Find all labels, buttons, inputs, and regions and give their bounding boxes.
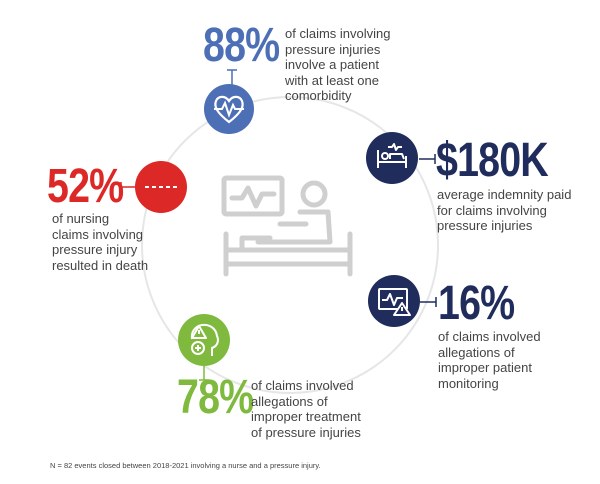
head-warning-medical-icon — [190, 323, 219, 356]
treatment-connector — [199, 366, 209, 381]
death-text: of nursing claims involving pressure inj… — [52, 211, 149, 273]
indemnity-icon-badge — [366, 132, 418, 184]
monitoring-value: 16% — [438, 277, 515, 330]
death-connector — [120, 182, 137, 192]
indemnity-value: $180K — [436, 134, 549, 187]
indemnity-connector — [419, 154, 436, 164]
treatment-text: of claims involved allegations of improp… — [251, 378, 361, 440]
heart-monitor-icon — [214, 95, 244, 124]
death-icon-badge — [135, 161, 187, 213]
patient-bed-icon — [221, 175, 353, 277]
comorbidity-text: of claims involving pressure injuries in… — [285, 26, 391, 103]
death-value: 52% — [47, 160, 124, 213]
hospital-bed-icon — [377, 143, 407, 168]
footnote: N = 82 events closed between 2018-2021 i… — [50, 461, 321, 470]
treatment-value: 78% — [177, 371, 254, 424]
monitoring-connector — [420, 297, 437, 307]
comorbidity-connector — [227, 69, 237, 86]
comorbidity-value: 88% — [203, 19, 280, 72]
indemnity-text: average indemnity paid for claims involv… — [437, 187, 572, 233]
flatline-icon — [145, 186, 177, 188]
monitoring-text: of claims involved allegations of improp… — [438, 329, 541, 391]
monitoring-icon-badge — [368, 275, 420, 327]
comorbidity-icon-badge — [204, 84, 254, 134]
treatment-icon-badge — [178, 314, 230, 366]
monitor-warning-icon — [378, 288, 411, 316]
